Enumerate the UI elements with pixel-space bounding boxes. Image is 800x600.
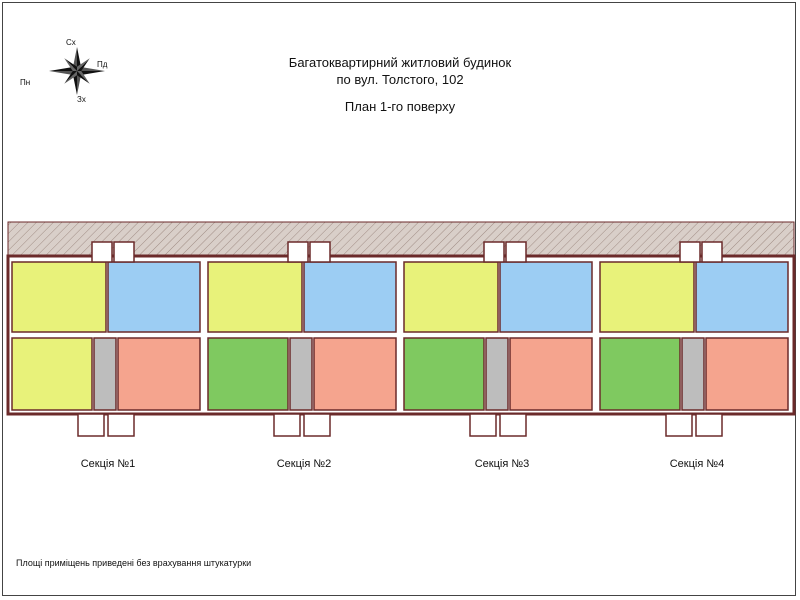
- vestibule: [499, 413, 527, 437]
- compass-north-label: Пн: [20, 78, 31, 87]
- floor-title: План 1-го поверху: [344, 99, 456, 114]
- vestibule: [469, 413, 497, 437]
- service-room: [701, 241, 723, 263]
- stairwell: [485, 337, 509, 411]
- apartment-top-right: [303, 261, 397, 333]
- compass-rose: Сх Пд Пн Зх: [20, 38, 132, 108]
- apartment-top-right: [107, 261, 201, 333]
- service-room: [679, 241, 701, 263]
- service-room: [483, 241, 505, 263]
- vestibule: [665, 413, 693, 437]
- vestibule: [107, 413, 135, 437]
- apartment-bottom-left: [207, 337, 289, 411]
- compass-west-label: Зх: [77, 95, 86, 104]
- apartment-top-left: [599, 261, 695, 333]
- footnote: Площі приміщень приведені без врахування…: [16, 558, 252, 568]
- apartment-bottom-left: [11, 337, 93, 411]
- apartment-bottom-right: [705, 337, 789, 411]
- apartment-bottom-left: [599, 337, 681, 411]
- apartment-top-right: [695, 261, 789, 333]
- compass-east-label: Сх: [66, 38, 76, 47]
- apartment-bottom-right: [313, 337, 397, 411]
- service-room: [91, 241, 113, 263]
- terrace-strip: [7, 221, 795, 257]
- stairwell: [289, 337, 313, 411]
- compass-star-icon: [49, 47, 105, 95]
- section-label-2: Секція №2: [276, 458, 332, 470]
- apartment-bottom-right: [509, 337, 593, 411]
- apartment-bottom-left: [403, 337, 485, 411]
- building-address: по вул. Толстого, 102: [336, 72, 464, 87]
- section-label-3: Секція №3: [474, 458, 530, 470]
- stairwell: [681, 337, 705, 411]
- vestibule: [77, 413, 105, 437]
- apartment-top-left: [11, 261, 107, 333]
- section-label-4: Секція №4: [669, 458, 725, 470]
- floor-plan: [6, 221, 796, 437]
- vestibule: [273, 413, 301, 437]
- section-label-1: Секція №1: [80, 458, 136, 470]
- service-room: [113, 241, 135, 263]
- service-room: [287, 241, 309, 263]
- building-title: Багатоквартирний житловий будинок: [288, 55, 512, 70]
- apartment-top-left: [403, 261, 499, 333]
- vestibule: [695, 413, 723, 437]
- service-room: [505, 241, 527, 263]
- service-room: [309, 241, 331, 263]
- vestibule: [303, 413, 331, 437]
- compass-south-label: Пд: [97, 60, 108, 69]
- apartment-top-left: [207, 261, 303, 333]
- stairwell: [93, 337, 117, 411]
- apartment-bottom-right: [117, 337, 201, 411]
- apartment-top-right: [499, 261, 593, 333]
